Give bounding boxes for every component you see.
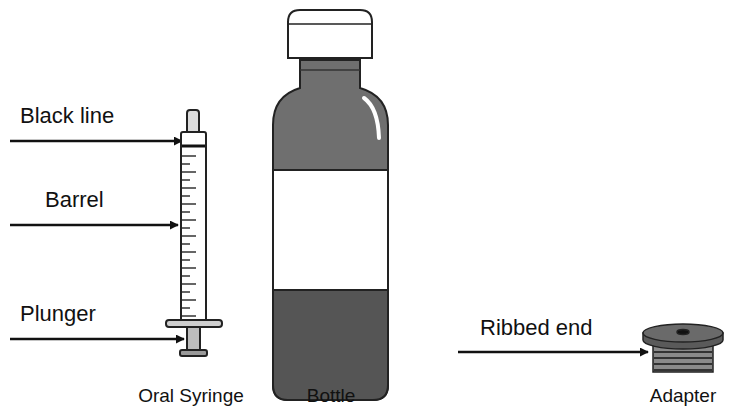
adapter-rib xyxy=(654,357,712,359)
graduation-tick xyxy=(182,219,196,221)
caption-label: Oral Syringe xyxy=(138,386,244,407)
graduation-tick xyxy=(182,243,190,245)
graduation-tick xyxy=(182,291,190,293)
leader-arrow xyxy=(10,224,178,227)
bottle-highlight xyxy=(364,98,379,138)
graduation-tick xyxy=(182,315,196,317)
graduation-tick xyxy=(182,227,190,229)
syringe-barrel xyxy=(181,132,206,322)
graduation-tick xyxy=(182,211,190,213)
bottle-neck-ring xyxy=(300,69,360,71)
graduation-tick xyxy=(182,163,190,165)
caption-label: Adapter xyxy=(650,386,717,407)
graduation-tick xyxy=(182,179,190,181)
graduation-tick xyxy=(182,259,190,261)
adapter-rib xyxy=(654,351,712,353)
black-line-mark xyxy=(182,145,205,148)
graduation-tick xyxy=(182,187,196,189)
plunger-rod xyxy=(187,327,200,351)
part-label: Plunger xyxy=(20,302,96,326)
adapter xyxy=(643,324,723,372)
cap-edge xyxy=(288,23,372,25)
adapter-flange-top xyxy=(643,324,723,342)
graduation-tick xyxy=(182,283,196,285)
plunger-thumb xyxy=(180,350,207,356)
part-label: Ribbed end xyxy=(480,316,593,340)
bottle xyxy=(273,10,388,400)
syringe-flange xyxy=(166,320,222,327)
graduation-tick xyxy=(182,235,196,237)
bottle-label xyxy=(273,170,388,290)
adapter-rib xyxy=(654,363,712,365)
syringe-tip xyxy=(187,110,199,134)
adapter-rib xyxy=(654,369,712,371)
bottle-body xyxy=(273,60,388,400)
caption-label: Bottle xyxy=(307,386,356,407)
bottle-cap xyxy=(288,10,372,58)
graduation-tick xyxy=(182,203,196,205)
part-label: Black line xyxy=(20,104,114,128)
graduation-tick xyxy=(182,299,196,301)
graduation-tick xyxy=(182,195,190,197)
leader-arrow xyxy=(458,351,648,354)
leader-arrow xyxy=(10,338,184,341)
graduation-ticks xyxy=(182,156,196,316)
graduation-tick xyxy=(182,155,196,157)
oral-syringe xyxy=(166,110,222,356)
graduation-tick xyxy=(182,275,190,277)
graduation-tick xyxy=(182,171,196,173)
graduation-tick xyxy=(182,267,196,269)
graduation-tick xyxy=(182,307,190,309)
leader-arrow xyxy=(10,140,182,143)
adapter-hole xyxy=(677,330,689,335)
graduation-tick xyxy=(182,251,196,253)
part-label: Barrel xyxy=(45,188,104,212)
bottle-lower xyxy=(273,290,388,400)
